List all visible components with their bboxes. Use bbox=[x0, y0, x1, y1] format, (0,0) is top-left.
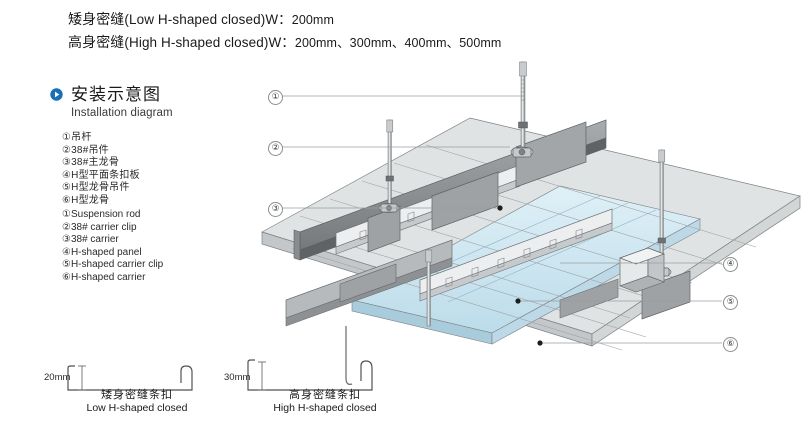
spec-high-paren: (High H-shaped closed) bbox=[124, 35, 269, 50]
spec-high-values: 200mm、300mm、400mm、500mm bbox=[294, 36, 502, 50]
panel-block-group bbox=[339, 263, 619, 319]
legend-item: ③38#主龙骨 bbox=[62, 157, 120, 169]
panel-seam-lines bbox=[291, 144, 757, 351]
section-title-block: 安装示意图 Installation diagram bbox=[50, 86, 173, 119]
low-h-caption-en: Low H-shaped closed bbox=[86, 402, 188, 414]
low-h-dimension-line bbox=[78, 365, 86, 391]
legend-list-en: ①Suspension rod ②38# carrier clip ③38# c… bbox=[62, 209, 163, 285]
legend-item: ②38# carrier clip bbox=[62, 221, 137, 233]
carrier-clip-left bbox=[378, 203, 400, 213]
play-circle-icon bbox=[50, 88, 63, 101]
low-h-profile-drawing bbox=[67, 365, 193, 391]
legend-item: ⑤H型龙骨吊件 bbox=[62, 182, 130, 194]
legend-list-cn: ①吊杆 ②38#吊件 ③38#主龙骨 ④H型平面条扣板 ⑤H型龙骨吊件 ⑥H型龙… bbox=[62, 132, 140, 208]
callout-4: ④ bbox=[723, 257, 738, 272]
section-title-cn: 安装示意图 bbox=[71, 85, 161, 104]
carrier-web-plate bbox=[367, 121, 691, 320]
callout-leader-dots bbox=[497, 205, 543, 346]
low-h-caption: 矮身密缝条扣 Low H-shaped closed bbox=[62, 389, 212, 415]
spec-low-cn: 矮身密缝 bbox=[68, 11, 125, 27]
legend-item: ①吊杆 bbox=[62, 132, 92, 143]
low-h-dimension-label: 20mm bbox=[44, 372, 71, 383]
carrier-clip-right bbox=[650, 267, 672, 277]
spec-line-high: 高身密缝(High H-shaped closed)W：200mm、300mm、… bbox=[68, 31, 501, 52]
legend-item: ③38# carrier bbox=[62, 234, 119, 246]
spec-low-values: 200mm bbox=[291, 13, 334, 27]
h-shaped-carrier-upper bbox=[335, 164, 521, 255]
high-h-profile-drawing bbox=[247, 359, 373, 391]
suspension-rod-main bbox=[518, 61, 528, 151]
legend-item: ①Suspension rod bbox=[62, 209, 141, 220]
main-carrier-38-secondary bbox=[285, 239, 453, 327]
callout-2: ② bbox=[268, 141, 283, 156]
spec-line-low: 矮身密缝(Low H-shaped closed)W：200mm bbox=[68, 8, 334, 29]
spec-low-w: W： bbox=[265, 12, 292, 27]
h-shaped-carrier-lower bbox=[419, 208, 613, 302]
legend-item: ⑥H-shaped carrier bbox=[62, 271, 146, 283]
legend-item: ⑤H-shaped carrier clip bbox=[62, 259, 164, 271]
legend-item: ⑥H型龙骨 bbox=[62, 194, 110, 206]
high-h-caption-cn: 高身密缝条扣 bbox=[289, 389, 361, 401]
ceiling-plane bbox=[261, 117, 801, 347]
high-h-caption: 高身密缝条扣 High H-shaped closed bbox=[240, 389, 410, 415]
h-shaped-carrier-clip bbox=[618, 247, 666, 293]
callout-6: ⑥ bbox=[723, 337, 738, 352]
high-h-dimension-line bbox=[258, 361, 266, 391]
callout-1: ① bbox=[268, 90, 283, 105]
suspension-rod-left bbox=[385, 119, 394, 207]
callout-leader-lines bbox=[282, 95, 722, 344]
spec-high-cn: 高身密缝 bbox=[68, 34, 125, 50]
spec-low-paren: (Low H-shaped closed) bbox=[124, 12, 266, 27]
suspension-rod-lower bbox=[425, 249, 433, 327]
carrier-clip-main bbox=[510, 146, 534, 158]
main-carrier-38 bbox=[293, 119, 607, 261]
section-title-en: Installation diagram bbox=[71, 107, 173, 119]
legend-item: ④H型平面条扣板 bbox=[62, 169, 140, 181]
spec-high-w: W： bbox=[268, 35, 295, 50]
suspension-rod-right bbox=[657, 149, 666, 271]
hanger-hook-icon bbox=[345, 326, 353, 386]
legend-item: ②38#吊件 bbox=[62, 144, 109, 156]
callout-5: ⑤ bbox=[723, 295, 738, 310]
high-h-caption-en: High H-shaped closed bbox=[273, 402, 377, 414]
high-h-dimension-label: 30mm bbox=[224, 372, 251, 383]
low-h-caption-cn: 矮身密缝条扣 bbox=[101, 389, 173, 401]
callout-3: ③ bbox=[268, 202, 283, 217]
legend-item: ④H-shaped panel bbox=[62, 246, 142, 258]
h-shaped-panel-group bbox=[351, 185, 701, 345]
